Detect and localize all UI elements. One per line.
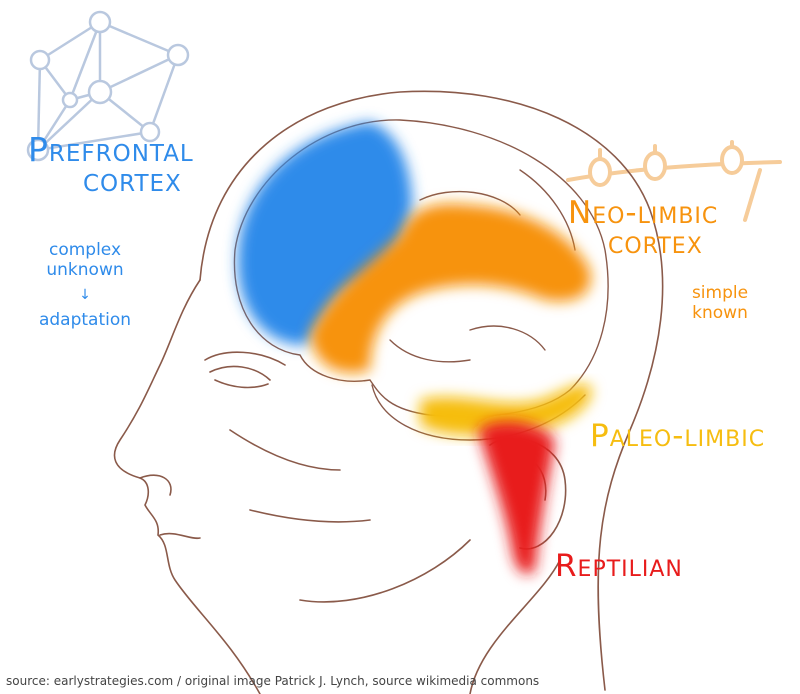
reptilian-label: Reptilian (555, 548, 683, 584)
paleo-limbic-region (420, 384, 592, 436)
neo-limbic-region (310, 203, 591, 373)
note-unknown: unknown (46, 260, 124, 280)
network-graph-icon (26, 10, 190, 162)
chain-nodes-icon (566, 140, 782, 222)
note-simple: simple (691, 283, 749, 303)
prefrontal-note: complex unknown ↓ adaptation (20, 240, 150, 330)
paleo-limbic-label: Paleo-limbic (590, 418, 766, 454)
prefrontal-label-line2: cortex (83, 160, 182, 199)
neo-limbic-label-line1: Neo-limbic (568, 195, 719, 231)
prefrontal-label-line1: Prefrontal (28, 130, 194, 169)
note-adaptation: adaptation (38, 310, 132, 330)
note-complex: complex (48, 240, 122, 260)
head-outline (113, 90, 664, 694)
neo-limbic-label-line2: cortex (608, 225, 703, 261)
prefrontal-label: Prefrontal cortex (28, 130, 194, 199)
credit-line: source: earlystrategies.com / original i… (6, 674, 540, 688)
prefrontal-region (237, 122, 412, 345)
note-known: known (692, 303, 748, 323)
neo-note: simple known (675, 283, 765, 323)
reptilian-region (478, 421, 555, 574)
down-arrow-icon: ↓ (79, 287, 91, 303)
neo-limbic-label: Neo-limbic cortex (568, 195, 719, 261)
